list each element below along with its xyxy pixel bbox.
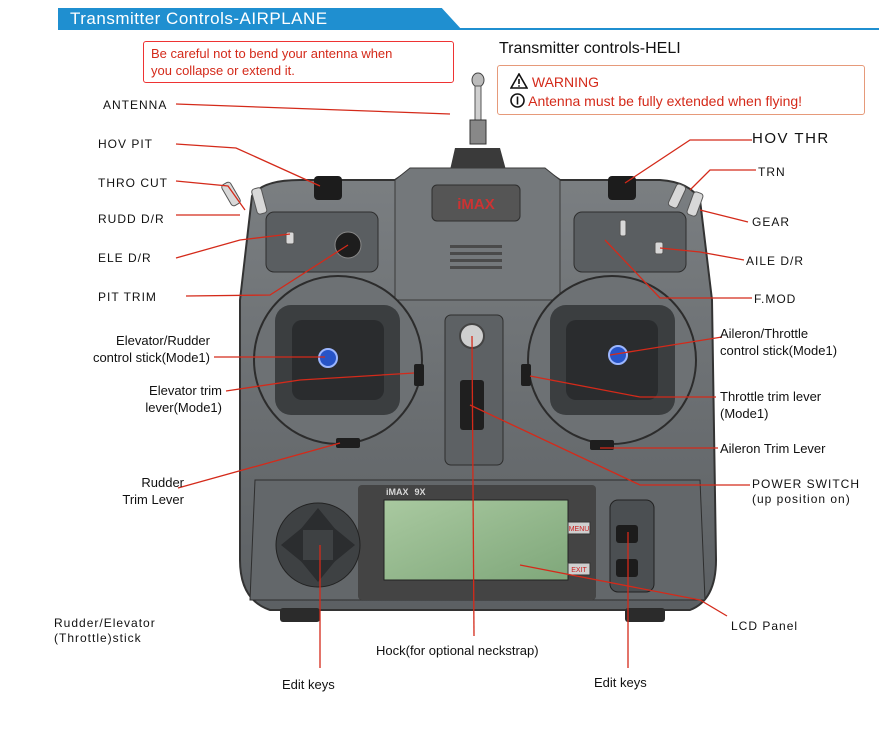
left-edit-keys (275, 502, 361, 588)
header-rule (58, 28, 879, 30)
leader-ail-thr-stick (609, 336, 723, 356)
speaker-grille (450, 245, 502, 269)
antenna-caution-box: Be careful not to bend your antenna when… (143, 41, 454, 83)
leader-lines (175, 103, 756, 668)
label-elev-trim-2: lever(Mode1) (145, 400, 222, 415)
leader-f-mod (604, 239, 752, 299)
label-power-switch-1: POWER SWITCH (752, 477, 860, 491)
warning-text-row: Antenna must be fully extended when flyi… (510, 93, 802, 109)
label-lcd-panel: LCD Panel (731, 619, 799, 633)
label-ele-dr: ELE D/R (98, 251, 152, 265)
label-hov-pit: HOV PIT (98, 137, 154, 151)
left-foot (280, 608, 320, 622)
caution-line-2: you collapse or extend it. (151, 63, 295, 78)
hov-thr-knob (608, 176, 636, 200)
elevator-trim (414, 364, 424, 386)
right-edit-keys (609, 499, 655, 593)
label-elev-rudder-stick-1: Elevator/Rudder (116, 333, 210, 348)
lcd-menu-key (567, 521, 591, 535)
label-thr-trim-1: Throttle trim lever (720, 389, 822, 404)
warning-box: WARNING Antenna must be fully extended w… (497, 65, 865, 115)
label-ail-thr-stick-1: Aileron/Throttle (720, 326, 809, 341)
antenna (450, 72, 506, 170)
leader-antenna (175, 103, 451, 115)
hov-pit-knob (314, 176, 342, 200)
warning-text: Antenna must be fully extended when flyi… (528, 93, 803, 109)
right-switch-panel (573, 211, 687, 273)
warning-title-row: WARNING (509, 72, 600, 90)
right-foot (625, 608, 665, 622)
label-rudd-dr: RUDD D/R (98, 212, 165, 226)
label-rudder-elev-stick: Rudder/Elevator (Throttle)stick (54, 616, 156, 646)
label-elev-trim-1: Elevator trim (149, 383, 222, 398)
leader-hov-thr (624, 139, 752, 184)
leader-gear (699, 209, 749, 223)
label-edit-keys-right: Edit keys (594, 675, 647, 690)
label-thro-cut: THRO CUT (98, 176, 168, 190)
leader-aile-dr (659, 247, 745, 261)
label-power-switch: POWER SWITCH (up position on) (752, 477, 860, 507)
label-elev-rudder-stick: Elevator/Rudder control stick(Mode1) (46, 332, 210, 366)
label-edit-keys-left: Edit keys (282, 677, 335, 692)
leader-hock (471, 335, 475, 637)
label-hov-thr: HOV THR (752, 130, 830, 147)
label-elev-trim: Elevator trim lever(Mode1) (62, 382, 222, 416)
label-aileron-trim: Aileron Trim Lever (720, 441, 826, 456)
throttle-trim (521, 364, 531, 386)
leader-hov-pit (175, 143, 321, 187)
label-aile-dr: AILE D/R (746, 254, 805, 268)
label-rudder-trim-1: Rudder (141, 475, 184, 490)
label-elev-rudder-stick-2: control stick(Mode1) (92, 350, 210, 365)
warning-title: WARNING (531, 74, 600, 90)
leader-thro-cut (175, 180, 246, 211)
lcd-exit-key (567, 562, 591, 576)
label-hock: Hock(for optional neckstrap) (376, 643, 539, 658)
label-rudder-trim: Rudder Trim Lever (80, 474, 184, 508)
brand-logo-top: iMAX (457, 196, 495, 213)
left-gimbal (253, 275, 423, 445)
leader-elev-trim (225, 372, 415, 392)
leader-rudder-trim (177, 442, 341, 489)
label-ail-thr-stick-2: control stick(Mode1) (720, 343, 838, 358)
label-thr-trim-2: (Mode1) (720, 406, 769, 421)
label-thr-trim: Throttle trim lever (Mode1) (720, 388, 821, 422)
label-ail-thr-stick: Aileron/Throttle control stick(Mode1) (720, 325, 837, 359)
label-rudder-trim-2: Trim Lever (122, 492, 184, 507)
lcd-exit-label: EXIT (571, 567, 587, 574)
left-toggle-switches (221, 181, 295, 245)
left-switch-panel (265, 211, 379, 273)
lcd-screen (383, 499, 569, 581)
right-gimbal (527, 275, 697, 445)
label-f-mod: F.MOD (754, 292, 797, 306)
label-rudder-elev-stick-1: Rudder/Elevator (54, 616, 156, 630)
lcd-menu-label: MENU (569, 526, 590, 533)
label-pit-trim: PIT TRIM (98, 290, 157, 304)
warning-triangle-icon (509, 72, 529, 89)
header-bar (58, 8, 462, 30)
leader-trn (689, 169, 756, 191)
label-trn: TRN (758, 165, 786, 179)
label-rudder-elev-stick-2: (Throttle)stick (54, 631, 142, 645)
leader-ele-dr (175, 233, 291, 259)
leader-pit-trim (185, 244, 349, 297)
heli-title: Transmitter controls-HELI (499, 40, 681, 57)
info-circle-icon (510, 93, 525, 108)
rudder-trim (336, 438, 360, 448)
label-gear: GEAR (752, 215, 791, 229)
leader-thr-trim (529, 375, 716, 398)
caution-line-1: Be careful not to bend your antenna when (151, 46, 393, 61)
label-power-switch-2: (up position on) (752, 492, 851, 506)
leader-lcd (519, 564, 728, 617)
label-antenna: ANTENNA (103, 98, 168, 112)
leader-power (469, 404, 750, 486)
page-title: Transmitter Controls-AIRPLANE (70, 9, 328, 28)
